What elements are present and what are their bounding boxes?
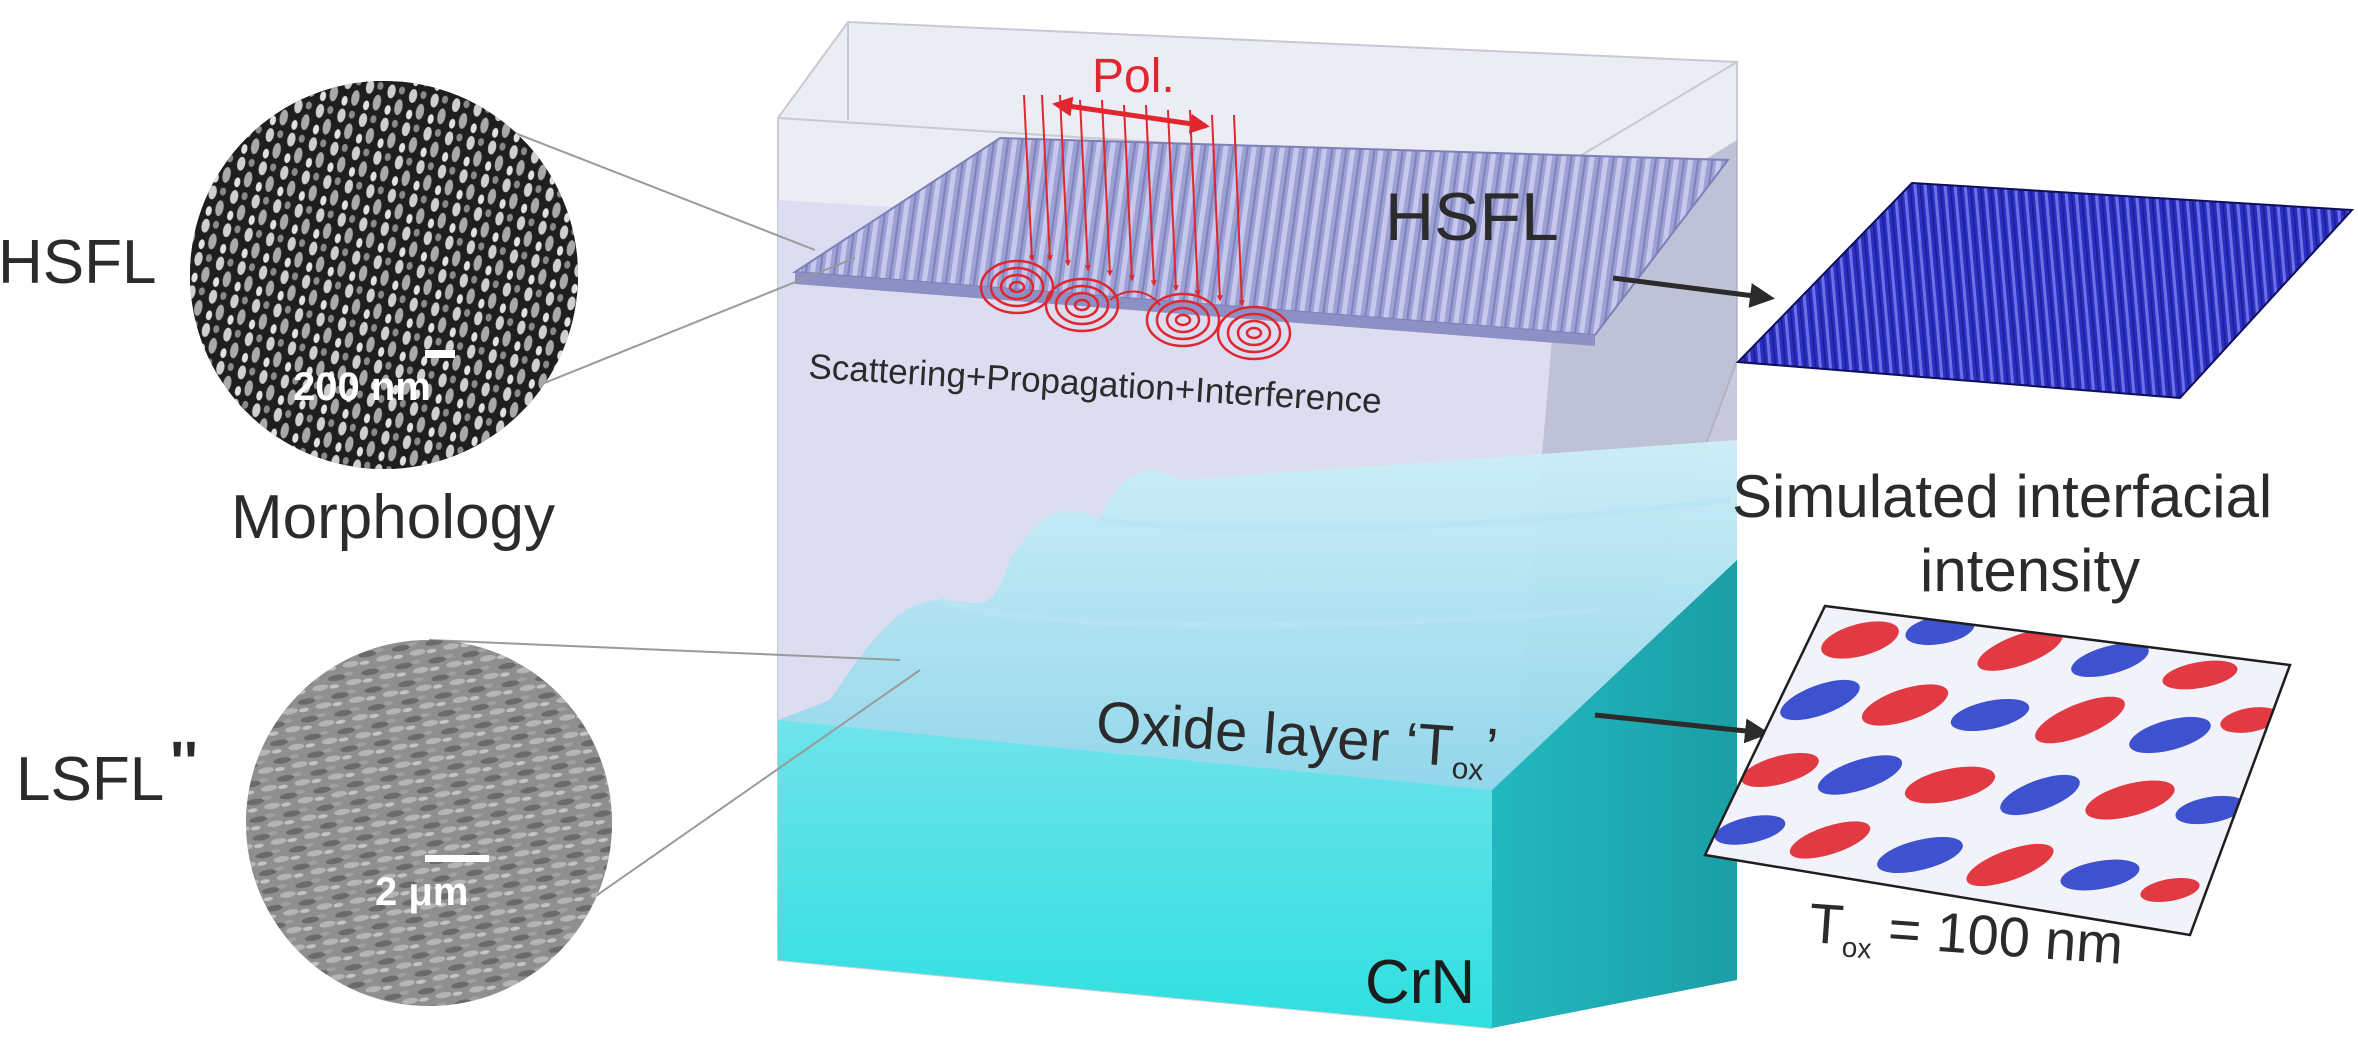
scale-bar-top [425,350,455,358]
left-lsfl-marks: '' [170,730,198,795]
scale-label-bottom: 2 μm [375,870,468,914]
left-lsfl-label: LSFL'' [16,730,198,814]
morphology-label: Morphology [231,483,555,552]
scatter-wave-1 [979,259,1055,315]
hsfl-front-edge [795,272,1595,346]
sim-title-line2: intensity [1920,537,2140,604]
oxide-label-suffix: ’ [1483,716,1500,782]
arrow-bottom [1594,712,1770,744]
sem-image-hsfl: 200 nm [190,81,578,469]
polarization-arrow [1052,96,1210,134]
substrate-front [778,720,1492,1028]
scatter-wave-3 [1145,292,1221,348]
polarization-label: Pol. [1092,50,1175,103]
tox-label-sub: ox [1841,931,1873,964]
substrate-label: CrN [1365,948,1475,1017]
sem-image-lsfl: 2 μm [246,640,612,1006]
scatter-wave-2 [1044,277,1120,333]
oxide-layer [778,440,1737,790]
left-hsfl-label: HSFL [0,228,156,297]
cube-hsfl-label: HSFL [1385,179,1559,255]
scale-bar-bottom [425,855,489,862]
scattering-illustration [979,94,1292,361]
hsfl-simulation-map [1735,181,2355,400]
substrate-right [1492,560,1737,1028]
interfacial-intensity-map [1703,604,2292,937]
arrow-top [1612,275,1775,308]
cube [777,20,1738,1030]
tox-label-T: T [1807,891,1846,956]
oxide-label-sub: ox [1451,752,1485,787]
left-lsfl-text: LSFL [16,745,164,814]
sim-title-line1: Simulated interfacial [1732,463,2272,530]
scatter-wave-4 [1216,305,1292,361]
scale-label-top: 200 nm [293,365,431,409]
